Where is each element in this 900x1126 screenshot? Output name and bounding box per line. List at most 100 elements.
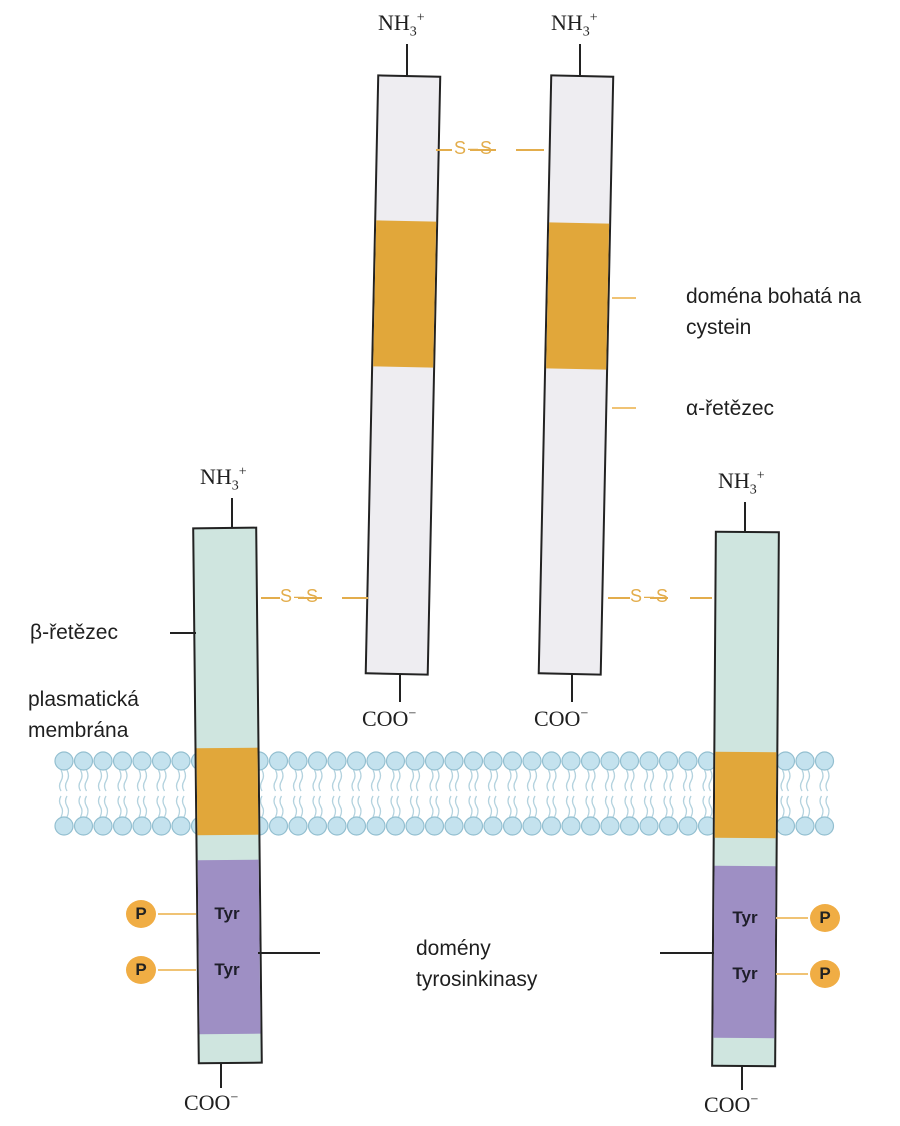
lipid-tail — [436, 796, 439, 817]
kinase-domains-label: domény tyrosinkinasy — [416, 933, 616, 995]
lipid-tail — [709, 796, 712, 817]
beta-chain-right — [712, 532, 779, 1066]
lipid-tail — [300, 796, 303, 817]
lipid-tail — [352, 770, 355, 791]
lipid-head — [406, 817, 424, 835]
lipid-head — [172, 817, 190, 835]
lipid-head — [640, 752, 658, 770]
lipid-head — [153, 817, 171, 835]
lipid-tail — [495, 770, 498, 791]
lipid-tail — [183, 796, 186, 817]
lipid-tail — [177, 770, 180, 791]
lipid-tail — [99, 770, 102, 791]
lipid-head — [387, 817, 405, 835]
lipid-tail — [651, 796, 654, 817]
lipid-tail — [567, 796, 570, 817]
disulfide-bond-left: S–S — [280, 586, 320, 607]
lipid-head — [94, 817, 112, 835]
lipid-tail — [508, 770, 511, 791]
lipid-tail — [684, 770, 687, 791]
alpha-chain-right — [539, 75, 614, 674]
lipid-tail — [528, 770, 531, 791]
lipid-tail — [118, 770, 121, 791]
lipid-tail — [787, 796, 790, 817]
tyr-label: Tyr — [714, 908, 776, 928]
lipid-tail — [450, 796, 453, 817]
lipid-tail — [801, 796, 804, 817]
lipid-tail — [411, 796, 414, 817]
lipid-tail — [534, 770, 537, 791]
phosphate-icon: P — [810, 960, 840, 988]
lipid-tail — [489, 796, 492, 817]
lipid-tail — [319, 770, 322, 791]
lipid-tail — [339, 796, 342, 817]
lipid-tail — [787, 770, 790, 791]
lipid-head — [640, 817, 658, 835]
lipid-head — [601, 817, 619, 835]
beta-chain-left — [193, 528, 262, 1064]
lipid-tail — [631, 770, 634, 791]
lipid-tail — [489, 770, 492, 791]
lipid-tail — [573, 770, 576, 791]
lipid-head — [601, 752, 619, 770]
lipid-tail — [456, 796, 459, 817]
lipid-tail — [333, 796, 336, 817]
lipid-tail — [397, 796, 400, 817]
lipid-tail — [274, 796, 277, 817]
lipid-head — [562, 752, 580, 770]
lipid-tail — [163, 770, 166, 791]
lipid-tail — [124, 770, 127, 791]
lipid-head — [270, 817, 288, 835]
lipid-tail — [475, 770, 478, 791]
lipid-tail — [319, 796, 322, 817]
lipid-tail — [645, 796, 648, 817]
cysteine-rich-domain-right — [546, 222, 609, 369]
lipid-tail — [508, 796, 511, 817]
lipid-tail — [60, 770, 63, 791]
lipid-tail — [703, 796, 706, 817]
lipid-head — [114, 752, 132, 770]
lipid-tail — [138, 796, 141, 817]
lipid-tail — [391, 770, 394, 791]
alpha-chain-label: α-řetězec — [686, 393, 774, 424]
lipid-tail — [664, 796, 667, 817]
lipid-tail — [157, 770, 160, 791]
lipid-tail — [592, 796, 595, 817]
lipid-tail — [79, 796, 82, 817]
lipid-tail — [313, 770, 316, 791]
cysteine-domain-label: doména bohatá na cystein — [686, 281, 876, 343]
lipid-head — [562, 817, 580, 835]
alpha-chain-left — [366, 75, 441, 674]
lipid-head — [426, 817, 444, 835]
lipid-tail — [514, 796, 517, 817]
lipid-tail — [411, 770, 414, 791]
lipid-tail — [826, 770, 829, 791]
lipid-tail — [358, 796, 361, 817]
lipid-tail — [547, 770, 550, 791]
lipid-tail — [85, 796, 88, 817]
lipid-head — [55, 817, 73, 835]
lipid-head — [660, 817, 678, 835]
lipid-tail — [280, 796, 283, 817]
lipid-tail — [495, 796, 498, 817]
lipid-head — [777, 817, 795, 835]
lipid-tail — [645, 770, 648, 791]
lipid-tail — [573, 796, 576, 817]
lipid-tail — [66, 796, 69, 817]
lipid-tail — [430, 770, 433, 791]
lipid-tail — [709, 770, 712, 791]
lipid-tail — [606, 796, 609, 817]
lipid-head — [387, 752, 405, 770]
lipid-tail — [703, 770, 706, 791]
lipid-head — [309, 817, 327, 835]
lipid-head — [504, 817, 522, 835]
lipid-tail — [781, 770, 784, 791]
lipid-tail — [820, 796, 823, 817]
lipid-tail — [339, 770, 342, 791]
lipid-tail — [567, 770, 570, 791]
lipid-tail — [85, 770, 88, 791]
lipid-tail — [66, 770, 69, 791]
n-terminus-alpha-right: NH3+ — [551, 10, 598, 36]
lipid-head — [816, 817, 834, 835]
lipid-head — [94, 752, 112, 770]
